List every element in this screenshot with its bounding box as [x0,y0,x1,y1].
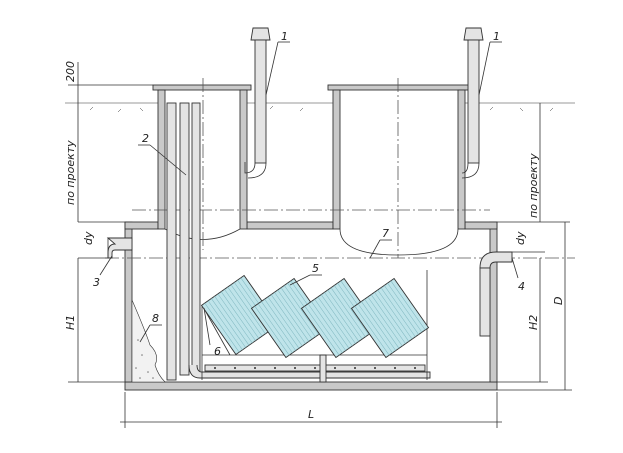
filter-modules [200,274,430,359]
vent-pipe-right [461,27,484,179]
callout-leaders [99,41,519,346]
callout-2: 2 [142,132,149,145]
dim-dy-right: dy [514,231,527,245]
dim-depth-left: по проекту [64,140,77,205]
callout-5: 5 [312,262,319,275]
dim-200: 200 [64,61,77,82]
dim-dy-left: dy [82,231,95,245]
dimension-lines [68,62,572,428]
dim-h1: H1 [64,315,77,330]
callout-6: 6 [214,345,221,358]
callout-8: 8 [152,312,159,325]
vent-pipe-left [244,27,271,179]
dim-l: L [308,408,314,421]
callout-4: 4 [518,280,525,293]
dim-depth-right: по проекту [527,153,540,218]
dim-h2: H2 [527,315,540,330]
filter-module [350,277,430,359]
outlet-pipe [479,251,513,337]
callout-7: 7 [382,227,389,240]
callout-3: 3 [93,276,100,289]
ground-line [65,102,575,113]
inlet-pipe [106,237,133,259]
callout-1-left: 1 [281,30,288,43]
aeration-pipe [204,354,426,383]
callout-1-right: 1 [493,30,500,43]
sludge-zone [131,299,166,383]
right-neck [327,84,471,256]
dim-d: D [552,297,565,305]
riser-pipes [166,102,431,381]
